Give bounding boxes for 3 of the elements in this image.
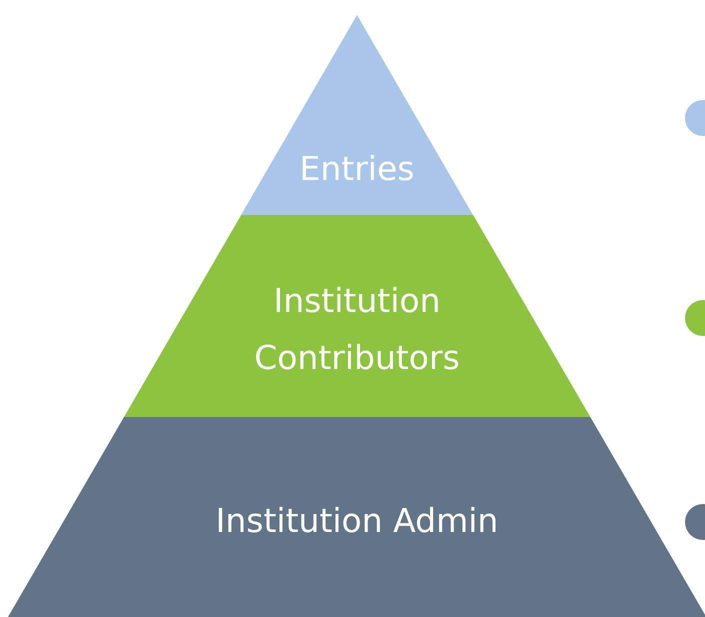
tier-label: Institution Contributors	[253, 280, 461, 379]
tier-label: Entries	[298, 148, 416, 190]
tier-label: Institution Admin	[214, 500, 500, 542]
